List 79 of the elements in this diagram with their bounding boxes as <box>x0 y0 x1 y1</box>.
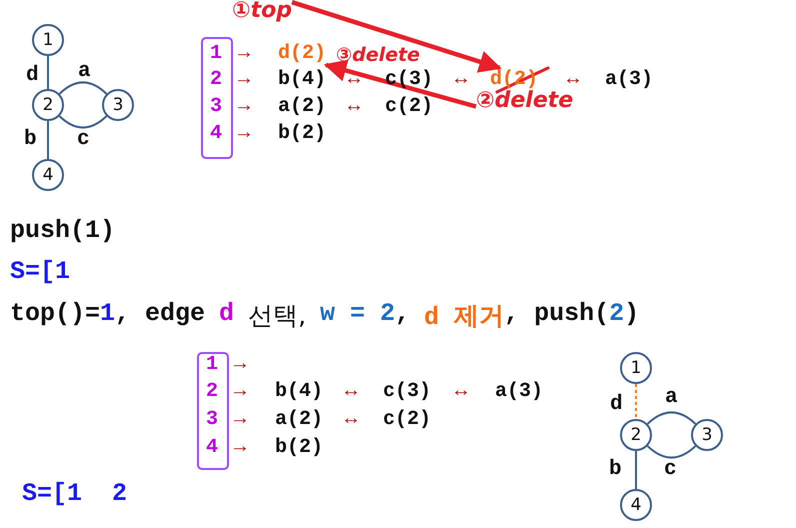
edge-label: c <box>664 458 677 481</box>
arrow-glyph: → <box>238 122 250 145</box>
graph-edge <box>58 81 108 95</box>
edge-label: b <box>609 458 622 481</box>
code-text: top()= <box>10 299 100 328</box>
arrow-glyph: ↔ <box>348 68 360 91</box>
edge-label: a <box>665 386 678 409</box>
arrow-glyph: → <box>238 42 250 65</box>
graph-edge <box>47 56 49 89</box>
code-text: , edge <box>115 299 206 328</box>
list-entry: b(2) <box>278 122 326 145</box>
arrow-glyph: ↔ <box>567 68 580 91</box>
code-text: w = 2 <box>320 299 396 328</box>
vertex-circle: 3 <box>691 419 723 451</box>
code-text: , <box>395 299 410 328</box>
list-entry: d(2) <box>278 42 326 65</box>
code-line: S=[1 2 <box>22 479 128 508</box>
code-text: 2 <box>609 299 624 328</box>
code-line: push(1) <box>10 216 116 245</box>
index-number: 2 <box>206 380 218 403</box>
graph-edge <box>47 121 49 159</box>
graph-edge <box>635 451 637 489</box>
code-text: 1 <box>100 299 116 328</box>
vertex-circle: 1 <box>620 352 652 384</box>
list-entry: c(2) <box>383 408 432 431</box>
handwritten-note: ③delete <box>336 46 420 65</box>
arrow-glyph: ↔ <box>455 380 468 403</box>
edge-label: d <box>26 64 39 87</box>
vertex-circle: 2 <box>32 89 64 121</box>
handwritten-note: ②delete <box>476 90 574 112</box>
graph-edge <box>58 115 108 129</box>
index-number: 4 <box>210 122 222 145</box>
list-entry: c(2) <box>385 95 434 118</box>
graph-edge <box>646 445 696 458</box>
arrow <box>324 60 477 109</box>
arrow-glyph: ↔ <box>345 380 358 403</box>
arrow <box>291 0 502 73</box>
arrow-glyph: → <box>234 436 246 459</box>
list-entry: b(4) <box>275 380 324 403</box>
arrow-glyph: → <box>234 408 246 431</box>
vertex-circle: 1 <box>32 24 64 56</box>
list-entry: b(4) <box>278 68 326 91</box>
vertex-circle: 4 <box>620 489 652 521</box>
vertex-circle: 4 <box>32 159 64 191</box>
list-entry: a(3) <box>495 380 544 403</box>
edge-label: a <box>78 60 91 83</box>
code-text: d 제거 <box>424 302 504 332</box>
vertex-circle: 2 <box>620 419 652 451</box>
handwritten-note: ①top <box>232 0 292 22</box>
arrow-glyph: ↔ <box>348 95 360 118</box>
edge-label: c <box>77 128 90 151</box>
code-text: , push( <box>504 299 610 328</box>
index-number: 1 <box>210 42 222 65</box>
list-entry: a(3) <box>605 68 654 91</box>
list-entry: a(2) <box>275 408 324 431</box>
arrow-glyph: → <box>238 95 250 118</box>
index-number: 4 <box>206 436 218 459</box>
arrow-glyph: → <box>238 68 250 91</box>
index-number: 3 <box>206 408 218 431</box>
code-line: S=[1 <box>10 257 70 286</box>
list-entry: b(2) <box>275 436 324 459</box>
graph-edge <box>646 412 696 425</box>
index-number: 1 <box>206 353 218 376</box>
edge-label: d <box>610 393 623 416</box>
arrow-glyph: ↔ <box>455 68 468 91</box>
code-text: ) <box>624 299 640 328</box>
list-entry: a(2) <box>278 95 326 118</box>
arrow-glyph: → <box>234 380 246 403</box>
arrow-glyph: → <box>234 353 246 376</box>
code-text: d <box>219 299 234 328</box>
edge-label: b <box>24 128 37 151</box>
list-entry: c(3) <box>383 380 432 403</box>
code-text: 선택, <box>248 300 306 332</box>
index-number: 2 <box>210 68 222 91</box>
graph-edge <box>635 384 637 419</box>
vertex-circle: 3 <box>102 89 134 121</box>
list-entry: c(3) <box>385 68 434 91</box>
index-number: 3 <box>210 95 222 118</box>
arrow-glyph: ↔ <box>345 408 358 431</box>
